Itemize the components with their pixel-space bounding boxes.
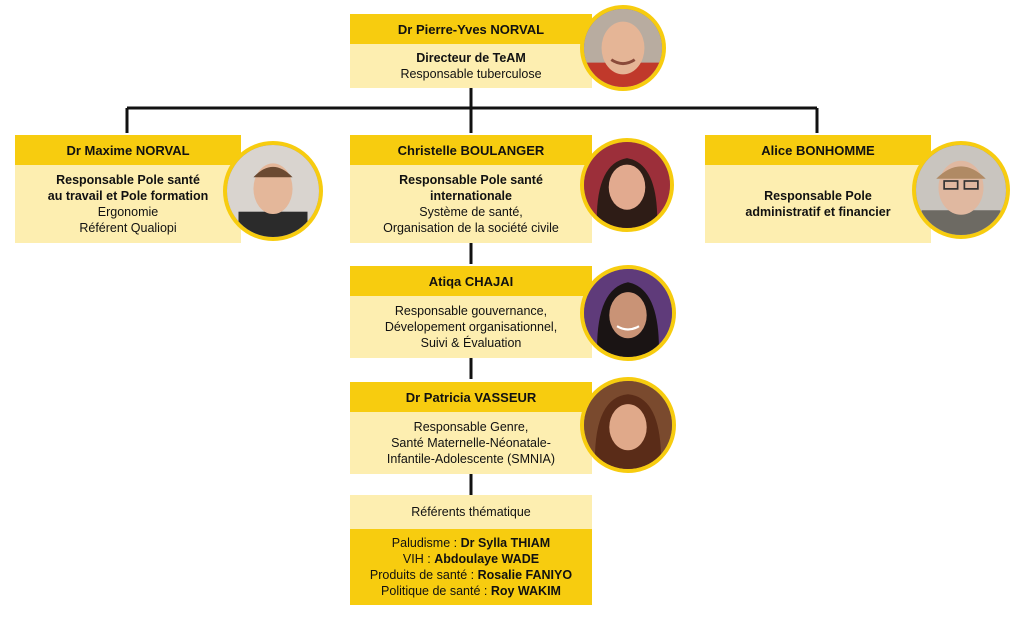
christelle-avatar xyxy=(580,138,674,232)
christelle-name: Christelle BOULANGER xyxy=(350,135,592,165)
atiqa-role-line-1: Responsable gouvernance, xyxy=(394,304,548,318)
avatar-photo-icon xyxy=(584,142,670,228)
referent-topic: Paludisme : xyxy=(391,536,461,550)
christelle-role: Responsable Pole santé internationale Sy… xyxy=(350,165,592,243)
maxime-role-bold-2: au travail et Pole formation xyxy=(47,189,209,203)
patricia-role-line-2: Santé Maternelle-Néonatale- xyxy=(391,436,551,450)
alice-role: Responsable Pole administratif et financ… xyxy=(705,165,931,243)
maxime-role-bold-1: Responsable Pole santé xyxy=(56,173,200,187)
referent-item: Paludisme : Dr Sylla THIAM xyxy=(354,535,588,551)
referent-person: Rosalie FANIYO xyxy=(477,568,573,582)
director-role: Directeur de TeAM Responsable tuberculos… xyxy=(350,44,592,88)
patricia-avatar xyxy=(580,377,676,473)
maxime-card: Dr Maxime NORVAL Responsable Pole santé … xyxy=(15,135,241,243)
maxime-role-line-1: Ergonomie xyxy=(97,205,159,219)
atiqa-card: Atiqa CHAJAI Responsable gouvernance, Dé… xyxy=(350,266,592,358)
director-card: Dr Pierre-Yves NORVAL Directeur de TeAM … xyxy=(350,14,592,88)
avatar-photo-icon xyxy=(227,145,319,237)
atiqa-avatar xyxy=(580,265,676,361)
patricia-role-line-3: Infantile-Adolescente (SMNIA) xyxy=(386,452,556,466)
avatar-photo-icon xyxy=(584,269,672,357)
alice-avatar xyxy=(912,141,1010,239)
patricia-card: Dr Patricia VASSEUR Responsable Genre, S… xyxy=(350,382,592,474)
patricia-role-line-1: Responsable Genre, xyxy=(413,420,529,434)
maxime-name: Dr Maxime NORVAL xyxy=(15,135,241,165)
referents-card: Référents thématique Paludisme : Dr Syll… xyxy=(350,495,592,605)
director-avatar xyxy=(580,5,666,91)
christelle-role-line-1: Système de santé, xyxy=(419,205,523,219)
patricia-name: Dr Patricia VASSEUR xyxy=(350,382,592,412)
christelle-role-line-2: Organisation de la société civile xyxy=(383,221,559,235)
referent-item: Produits de santé : Rosalie FANIYO xyxy=(354,567,588,583)
director-role-line: Responsable tuberculose xyxy=(400,67,542,81)
referents-title: Référents thématique xyxy=(350,495,592,529)
referent-topic: VIH : xyxy=(402,552,435,566)
referent-item: VIH : Abdoulaye WADE xyxy=(354,551,588,567)
atiqa-role: Responsable gouvernance, Dévelopement or… xyxy=(350,296,592,358)
alice-role-bold-2: administratif et financier xyxy=(745,205,891,219)
avatar-photo-icon xyxy=(584,9,662,87)
referent-person: Dr Sylla THIAM xyxy=(460,536,551,550)
referent-topic: Politique de santé : xyxy=(381,584,491,598)
avatar-photo-icon xyxy=(916,145,1006,235)
maxime-role: Responsable Pole santé au travail et Pol… xyxy=(15,165,241,243)
alice-card: Alice BONHOMME Responsable Pole administ… xyxy=(705,135,931,243)
referent-person: Roy WAKIM xyxy=(490,584,561,598)
maxime-role-line-2: Référent Qualiopi xyxy=(79,221,177,235)
christelle-role-bold-1: Responsable Pole santé xyxy=(399,173,543,187)
maxime-avatar xyxy=(223,141,323,241)
referents-list: Paludisme : Dr Sylla THIAM VIH : Abdoula… xyxy=(350,529,592,605)
alice-name: Alice BONHOMME xyxy=(705,135,931,165)
christelle-role-bold-2: internationale xyxy=(430,189,512,203)
referent-person: Abdoulaye WADE xyxy=(434,552,540,566)
avatar-photo-icon xyxy=(584,381,672,469)
referent-item: Politique de santé : Roy WAKIM xyxy=(354,583,588,599)
atiqa-name: Atiqa CHAJAI xyxy=(350,266,592,296)
referent-topic: Produits de santé : xyxy=(369,568,478,582)
alice-role-bold-1: Responsable Pole xyxy=(764,189,872,203)
christelle-card: Christelle BOULANGER Responsable Pole sa… xyxy=(350,135,592,243)
atiqa-role-line-3: Suivi & Évaluation xyxy=(420,336,522,350)
atiqa-role-line-2: Dévelopement organisationnel, xyxy=(384,320,558,334)
director-name: Dr Pierre-Yves NORVAL xyxy=(350,14,592,44)
director-role-title: Directeur de TeAM xyxy=(416,51,526,65)
patricia-role: Responsable Genre, Santé Maternelle-Néon… xyxy=(350,412,592,474)
